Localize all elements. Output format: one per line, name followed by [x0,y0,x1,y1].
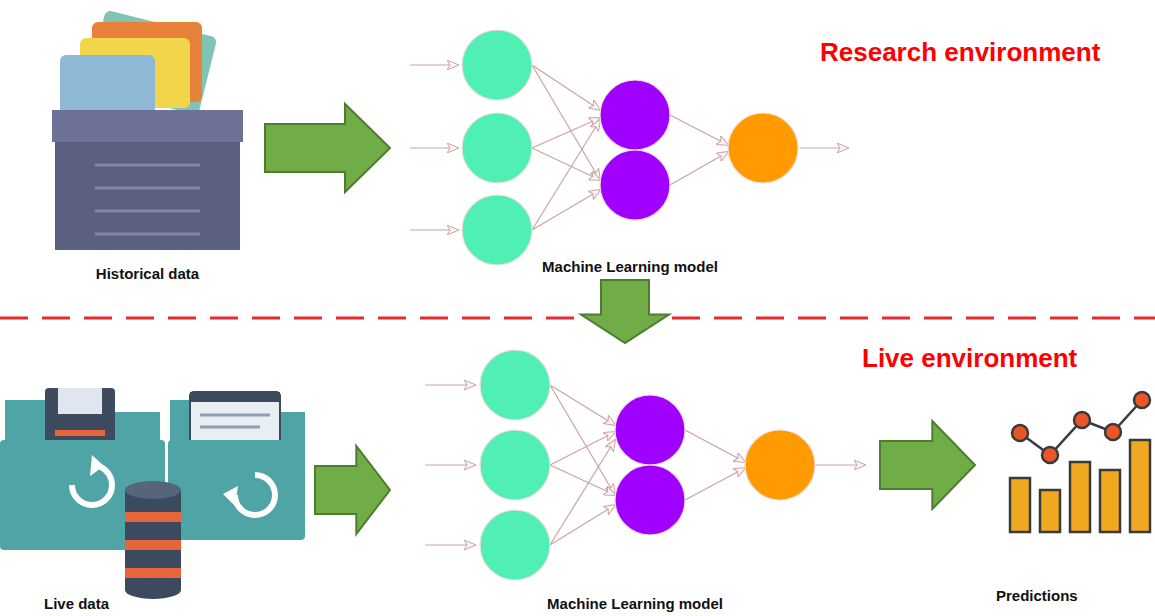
separator-line [0,317,1155,320]
environment-label: Research environment [820,37,1100,68]
icon-node: Machine Learning model [396,345,874,615]
block-arrow [315,446,390,534]
icon-node: Predictions [981,385,1155,607]
icon-node: Machine Learning model [396,20,864,278]
block-arrow [581,280,669,343]
chart-icon [1010,392,1150,532]
icon-node: Live data [0,385,309,615]
block-arrow [265,104,390,192]
neural-network [425,350,865,580]
icon-node: Historical data [36,5,259,285]
node-caption: Predictions [981,587,1155,607]
environment-label: Live environment [862,343,1077,374]
neural-network [410,30,848,265]
live-data-icon [0,388,305,599]
node-caption: Machine Learning model [396,595,874,615]
node-caption: Live data [0,595,309,615]
node-caption: Historical data [36,265,259,285]
archive-box-icon [52,10,243,250]
block-arrow [880,421,975,509]
node-caption: Machine Learning model [396,258,864,278]
